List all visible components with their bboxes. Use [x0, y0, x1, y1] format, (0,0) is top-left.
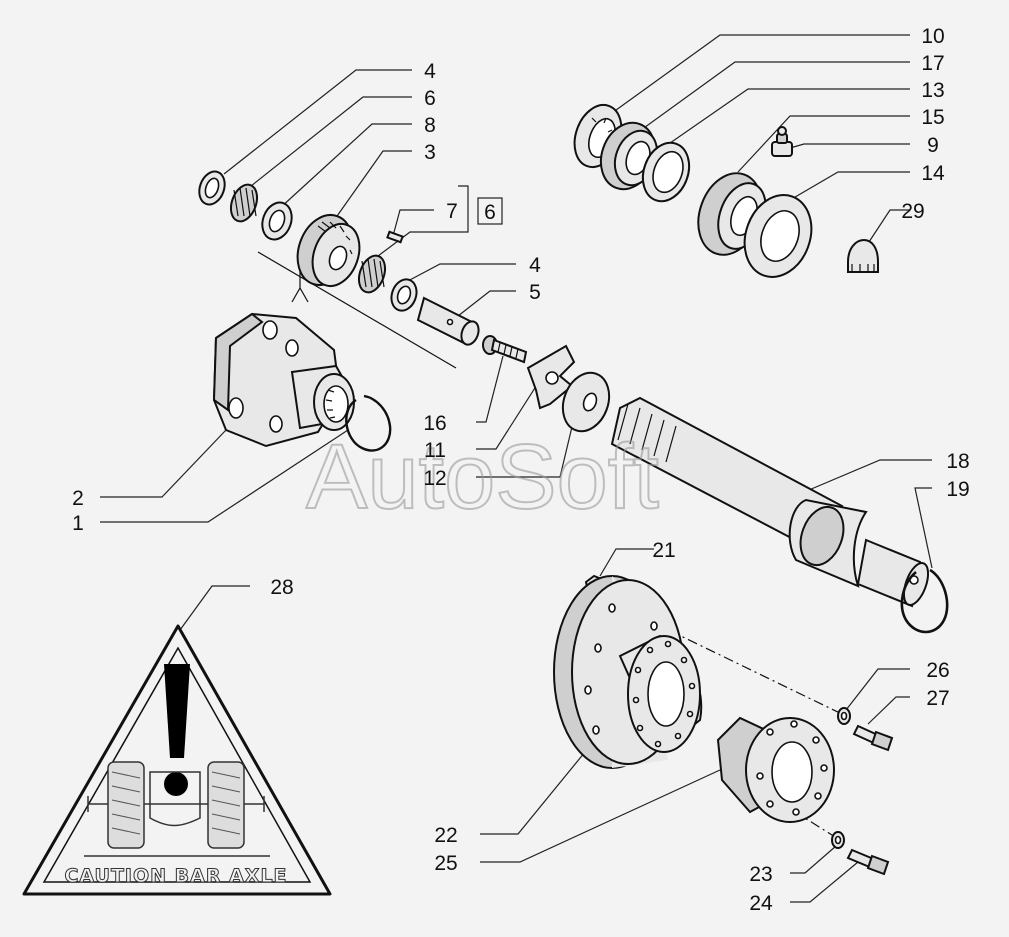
callout-6: 6 [424, 87, 436, 110]
part-25-flange [716, 716, 835, 823]
caution-sign-text: CAUTION BAR AXLE [64, 865, 287, 887]
part-23-washer [831, 831, 845, 849]
part-19-snap-ring [900, 568, 949, 634]
callout-13: 13 [921, 79, 944, 102]
callout-23: 23 [749, 863, 772, 886]
part-3-gear [296, 214, 361, 287]
callout-labels: 4 6 8 3 7 6 4 5 16 11 12 2 1 10 17 13 15… [72, 25, 970, 915]
callout-22: 22 [434, 824, 457, 847]
callout-1: 1 [72, 512, 84, 535]
part-5-sleeve [416, 296, 480, 346]
part-6-needle-bearing [229, 183, 259, 223]
part-9-grease-fitting [771, 126, 793, 157]
callout-10: 10 [921, 25, 944, 48]
part-7-pin [386, 230, 404, 244]
callout-15: 15 [921, 106, 944, 129]
axle-icon [84, 761, 270, 857]
watermark-text: AutoSoft [306, 426, 659, 528]
leader-lines [100, 34, 933, 903]
part-4-washer [198, 170, 226, 206]
part-14-bearing-cup [743, 194, 813, 278]
callout-24: 24 [749, 892, 773, 915]
callout-18: 18 [946, 450, 969, 473]
callout-8: 8 [424, 114, 436, 137]
callout-9: 9 [927, 134, 939, 157]
callout-box-6 [477, 197, 503, 225]
part-16-bolt [482, 335, 528, 364]
callout-5: 5 [529, 281, 541, 304]
callout-16: 16 [423, 412, 446, 435]
callout-12: 12 [423, 467, 446, 490]
part-24-bolt [846, 848, 890, 876]
callout-2: 2 [72, 487, 84, 510]
callout-25: 25 [434, 852, 457, 875]
caution-sign: CAUTION BAR AXLE [22, 624, 332, 896]
part-12-washer [561, 371, 611, 433]
callout-26: 26 [926, 659, 949, 682]
callout-6-box: 6 [484, 201, 496, 224]
part-29-cap [847, 238, 879, 273]
callout-21: 21 [652, 539, 675, 562]
part-1-snap-ring [345, 394, 392, 452]
part-22-wheel-hub [553, 575, 703, 769]
part-4-washer-2 [390, 278, 418, 312]
callout-17: 17 [921, 52, 944, 75]
part-8-bushing [261, 201, 293, 241]
callout-29: 29 [901, 200, 924, 223]
callout-28: 28 [270, 576, 293, 599]
callout-4: 4 [424, 60, 436, 83]
part-2-flange-housing [212, 312, 355, 448]
part-18-axle-shaft [610, 396, 930, 608]
callout-19: 19 [946, 478, 969, 501]
part-27-bolt [852, 724, 894, 752]
callout-14: 14 [921, 162, 945, 185]
part-13-bearing-cup [641, 141, 691, 203]
part-26-washer [837, 707, 851, 725]
callout-3: 3 [424, 141, 436, 164]
callout-7: 7 [446, 200, 458, 223]
part-6-needle-bearing-2 [357, 254, 387, 294]
callout-27: 27 [926, 687, 949, 710]
callout-11: 11 [424, 439, 446, 462]
callout-4-lower: 4 [529, 254, 541, 277]
exclamation-icon [164, 664, 190, 758]
